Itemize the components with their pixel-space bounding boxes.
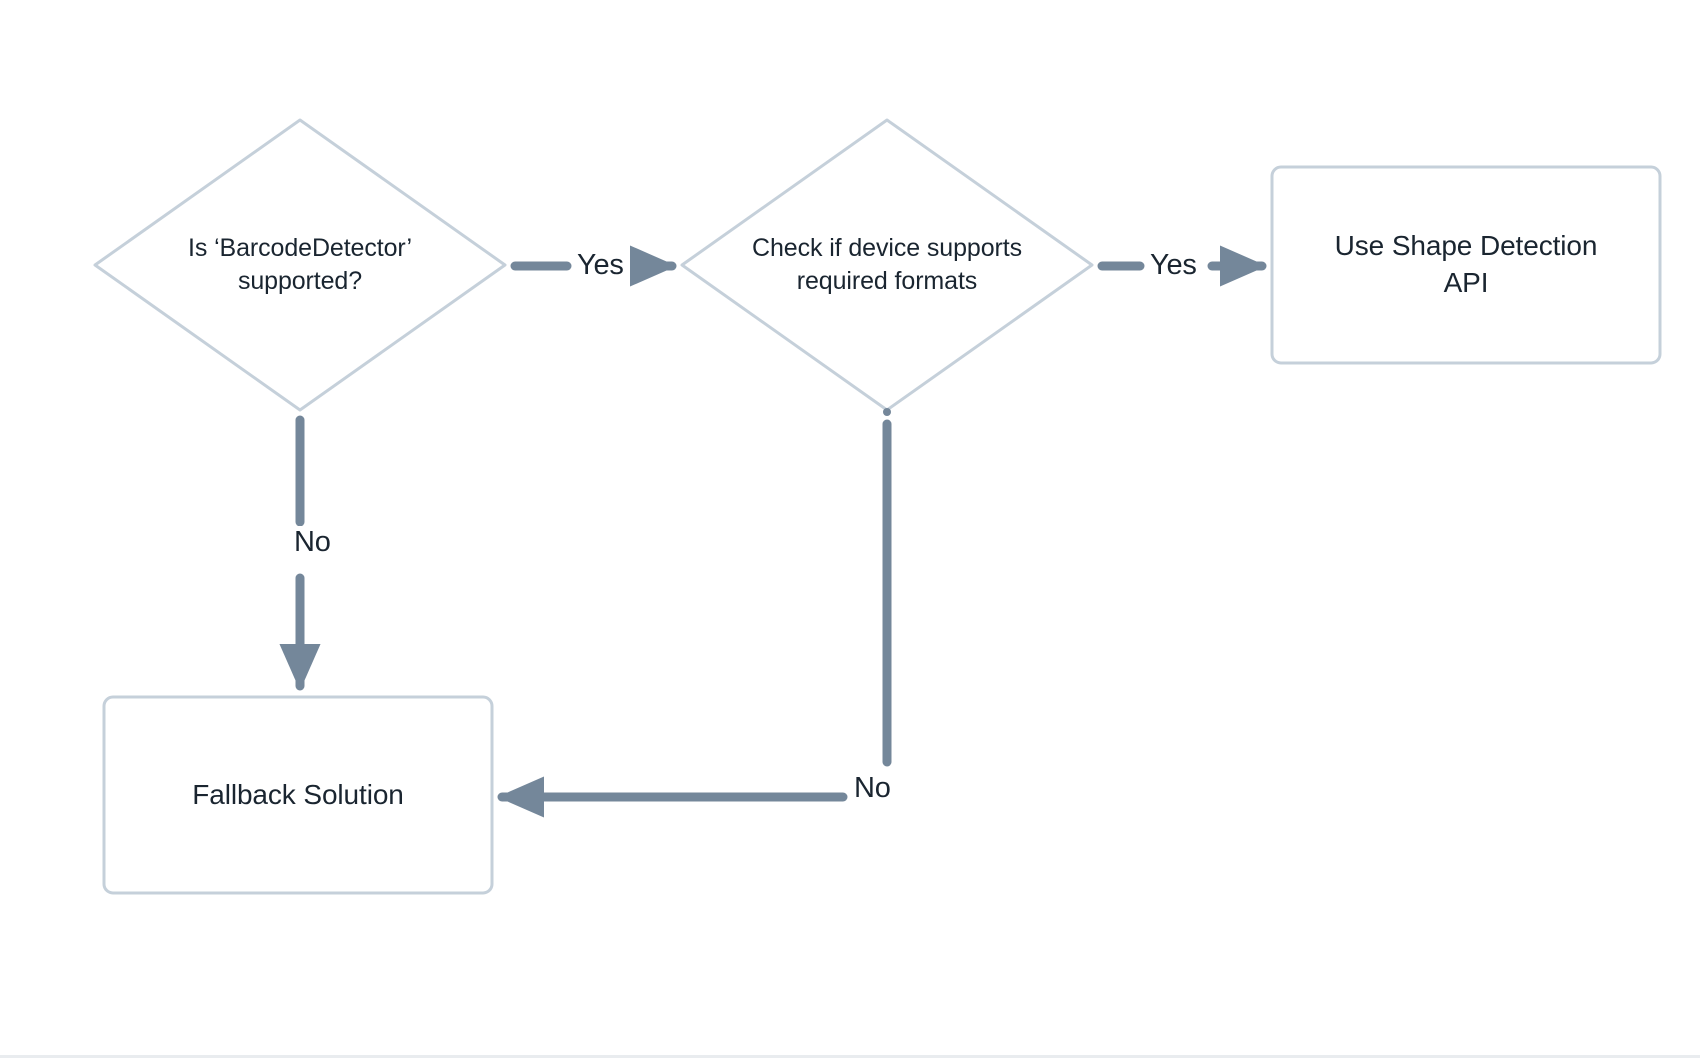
edge-formats-no-origin-dot (883, 408, 891, 416)
node-check-device-formats[interactable] (680, 118, 1094, 412)
edge-label-supported-yes: Yes (572, 249, 629, 282)
edge-label-formats-no: No (849, 772, 896, 805)
node-fallback-solution[interactable] (102, 695, 494, 895)
node-use-shape-detection-api[interactable] (1270, 165, 1662, 365)
edge-label-formats-yes: Yes (1145, 249, 1202, 282)
bottom-divider (0, 1055, 1700, 1058)
node-is-barcodedetector-supported[interactable] (93, 118, 507, 412)
edge-label-supported-no: No (289, 526, 336, 559)
